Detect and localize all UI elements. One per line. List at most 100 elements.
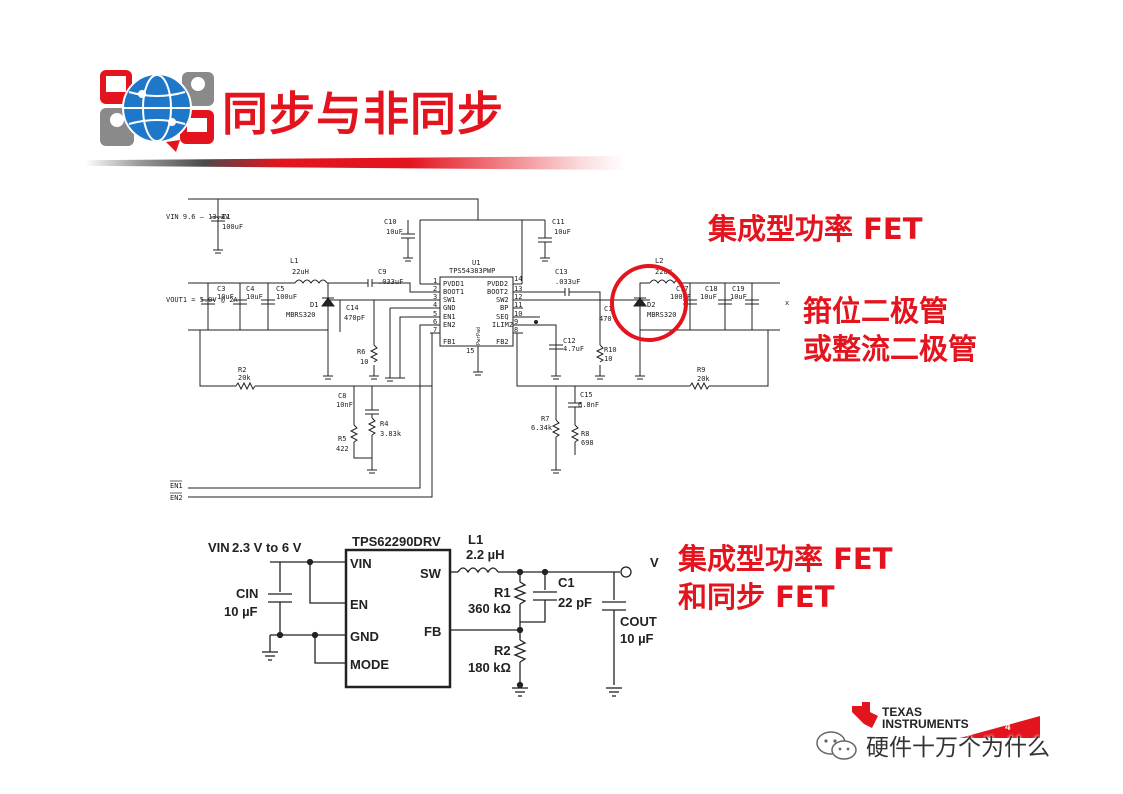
s2-r1: R1 <box>494 585 511 600</box>
s1-c8: C8 <box>338 392 346 400</box>
s1-c9: C9 <box>378 268 386 276</box>
s1-c13: C13 <box>555 268 568 276</box>
s1-vin-label: VIN 9.6 – 13.2V <box>166 213 230 221</box>
s2-r2: R2 <box>494 643 511 658</box>
s1-pin-name: SW1 <box>443 296 456 304</box>
page-number: 4 <box>1005 722 1011 733</box>
s1-r2-val: 20k <box>238 374 251 382</box>
annotation-integrated-fet-2: 集成型功率 FET <box>678 542 893 576</box>
s1-r8-val: 698 <box>581 439 594 447</box>
s1-pin-num: 6 <box>433 318 437 326</box>
s1-c16-val: 470 <box>599 315 612 323</box>
s1-c4-val: 10uF <box>246 293 263 301</box>
s1-d2: D2 <box>647 301 655 309</box>
s1-r4-val: 3.83k <box>380 430 402 438</box>
s1-r5: R5 <box>338 435 346 443</box>
schematic-tps62290: VIN 2.3 V to 6 V TPS62290DRV VIN EN GND … <box>208 532 659 697</box>
ti-text-instruments: INSTRUMENTS <box>882 717 969 731</box>
s1-pin15: 15 <box>466 347 474 355</box>
s2-pin-gnd: GND <box>350 629 379 644</box>
s1-pin-num: 5 <box>433 310 437 318</box>
s1-pin-name: GND <box>443 304 456 312</box>
slide-title: 同步与非同步 <box>222 87 504 141</box>
s1-r9-val: 20k <box>697 375 710 383</box>
s2-pin-vin: VIN <box>350 556 372 571</box>
s1-d1: D1 <box>310 301 318 309</box>
s1-pin-name: SW2 <box>496 296 509 304</box>
s1-pwrpad: PwrPad <box>476 327 482 345</box>
s1-r6: R6 <box>357 348 365 356</box>
s1-r5-val: 422 <box>336 445 349 453</box>
s1-pin-num: 14 <box>514 275 522 283</box>
s1-c13-val: .033uF <box>555 278 580 286</box>
s2-c1-val: 22 pF <box>558 595 592 610</box>
s1-c1: C1 <box>222 213 230 221</box>
s2-r2-val: 180 kΩ <box>468 660 511 675</box>
s1-c10-val: 10uF <box>386 228 403 236</box>
s1-pin-num: 2 <box>433 285 437 293</box>
wechat-icon <box>816 731 857 760</box>
s1-pin-name: BP <box>500 304 508 312</box>
s1-pin-num: 3 <box>433 293 437 301</box>
s2-cin-val: 10 µF <box>224 604 258 619</box>
s1-en2-label: EN2 <box>170 494 183 502</box>
s1-pin-name: FB2 <box>496 338 509 346</box>
s1-c18-val: 10uF <box>700 293 717 301</box>
annotation-rectifier-diode: 或整流二极管 <box>803 332 978 366</box>
s1-vout1-label: VOUT1 = 5.0V @ 2A <box>166 296 238 304</box>
s1-c17-val: 100uF <box>670 293 691 301</box>
s1-en1-label: EN1 <box>170 482 183 490</box>
s1-pin-name: FB1 <box>443 338 456 346</box>
s1-c19-val: 10uF <box>730 293 747 301</box>
s1-pin-num: 13 <box>514 285 522 293</box>
s1-d2-val: MBRS320 <box>647 311 677 319</box>
s2-l1-val: 2.2 µH <box>466 547 505 562</box>
s1-pin-name: BOOT1 <box>443 288 464 296</box>
s1-c3: C3 <box>217 285 225 293</box>
s2-cout-val: 10 µF <box>620 631 654 646</box>
s1-pin-num: 9 <box>514 318 518 326</box>
s2-pin-en: EN <box>350 597 368 612</box>
s2-vout-mark: V <box>650 555 659 570</box>
s1-c12: C12 <box>563 337 576 345</box>
s2-pin-sw: SW <box>420 566 442 581</box>
s1-out-mark: x <box>785 299 789 307</box>
s1-pin-num: 10 <box>514 310 522 318</box>
annotation-sync-fet: 和同步 FET <box>678 580 835 614</box>
s1-c5-val: 100uF <box>276 293 297 301</box>
s1-pin-num: 8 <box>514 326 518 334</box>
schematic-tps54383: VIN 9.6 – 13.2V C1 100uF C10 10uF C11 10… <box>166 198 789 502</box>
s1-pin-num: 11 <box>514 301 522 309</box>
highlight-circle-d2 <box>610 264 688 342</box>
s2-cout: COUT <box>620 614 657 629</box>
s1-l2: L2 <box>655 257 663 265</box>
s1-pin-name: PVDD1 <box>443 280 464 288</box>
ti-text-texas: TEXAS <box>882 705 923 719</box>
s1-c11-val: 10uF <box>554 228 571 236</box>
s1-c16: C1 <box>604 305 612 313</box>
s1-ic-part: TPS54383PWP <box>449 267 495 275</box>
s1-pin-name: ILIM2 <box>492 321 513 329</box>
s1-pin-name: EN1 <box>443 313 456 321</box>
s2-cin: CIN <box>236 586 258 601</box>
s1-r8: R8 <box>581 430 589 438</box>
s1-c5: C5 <box>276 285 284 293</box>
footer-red-wedge <box>960 716 1040 738</box>
s2-pin-mode: MODE <box>350 657 389 672</box>
s1-c10: C10 <box>384 218 397 226</box>
s1-c8-val: 10nF <box>336 401 353 409</box>
s1-pin-num: 12 <box>514 293 522 301</box>
s1-c11: C11 <box>552 218 565 226</box>
s1-c3-val: 10uF <box>217 293 234 301</box>
s1-pin-name: PVDD2 <box>487 280 508 288</box>
s1-pin-name: EN2 <box>443 321 456 329</box>
s1-c1-val: 100uF <box>222 223 243 231</box>
s1-d1-val: MBRS320 <box>286 311 316 319</box>
s1-l1: L1 <box>290 257 298 265</box>
s2-c1: C1 <box>558 575 575 590</box>
s1-pin-num: 1 <box>433 277 437 285</box>
s1-r7-val: 6.34k <box>531 424 553 432</box>
s1-l2-val: 22uH <box>655 268 672 276</box>
s1-c12-val: 4.7uF <box>563 345 584 353</box>
s2-vin-label: VIN <box>208 540 230 555</box>
